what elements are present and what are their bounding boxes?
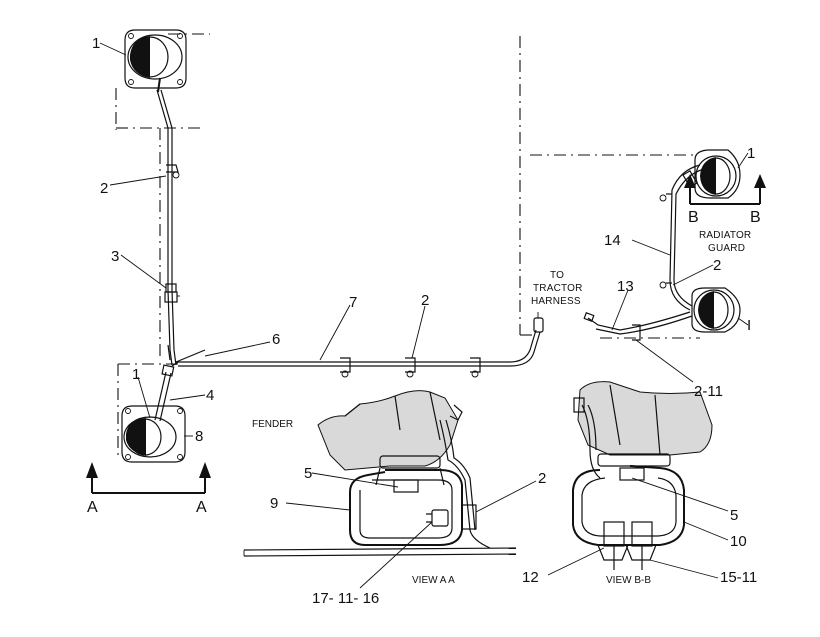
label-fender: FENDER bbox=[252, 419, 293, 430]
callout-5-left: 5 bbox=[304, 465, 312, 482]
label-view-bb: VIEW B-B bbox=[606, 575, 651, 586]
section-a-a bbox=[86, 462, 211, 494]
view-a-a bbox=[243, 390, 517, 557]
callout-4: 4 bbox=[206, 387, 214, 404]
callout-5-right: 5 bbox=[730, 507, 738, 524]
callout-10: 10 bbox=[730, 533, 747, 550]
callout-9: 9 bbox=[270, 495, 278, 512]
callout-17-11-16: 17- 11- 16 bbox=[312, 590, 379, 607]
label-to-tractor-1: TO bbox=[550, 270, 564, 281]
section-b-right: B bbox=[750, 209, 761, 226]
radiator-guard-lamps bbox=[583, 149, 766, 341]
callout-14: 14 bbox=[604, 232, 621, 249]
callout-1-lower: 1 bbox=[132, 366, 140, 383]
callout-1-top: 1 bbox=[92, 35, 100, 52]
section-a-right: A bbox=[196, 499, 207, 516]
callout-8: 8 bbox=[195, 428, 203, 445]
callout-13: 13 bbox=[617, 278, 634, 295]
section-b-left: B bbox=[688, 209, 699, 226]
callouts: 1 2 3 1 4 8 6 7 2 1 14 2 13 I 2-11 5 9 2… bbox=[92, 35, 757, 607]
callout-15-11: 15-11 bbox=[720, 569, 757, 586]
label-to-tractor-3: HARNESS bbox=[531, 296, 581, 307]
label-view-aa: VIEW A A bbox=[412, 575, 455, 586]
lamp-upper-left bbox=[124, 29, 187, 93]
callout-3: 3 bbox=[111, 248, 119, 265]
body-outline bbox=[115, 33, 700, 460]
label-radiator-1: RADIATOR bbox=[699, 230, 751, 241]
callout-2-right: 2 bbox=[713, 257, 721, 274]
label-to-tractor-2: TRACTOR bbox=[533, 283, 583, 294]
callout-1-right-top: 1 bbox=[747, 145, 755, 162]
label-radiator-2: GUARD bbox=[708, 243, 745, 254]
leader-lines bbox=[99, 42, 749, 589]
callout-6: 6 bbox=[272, 331, 280, 348]
callout-12: 12 bbox=[522, 569, 539, 586]
section-a-left: A bbox=[87, 499, 98, 516]
callout-2-11: 2-11 bbox=[694, 383, 723, 400]
callout-2-view-aa: 2 bbox=[538, 470, 546, 487]
section-letters: A A B B bbox=[87, 209, 761, 516]
callout-7: 7 bbox=[349, 294, 357, 311]
main-harness bbox=[175, 312, 544, 378]
left-cable bbox=[156, 89, 180, 366]
text-labels: TO TRACTOR HARNESS RADIATOR GUARD FENDER… bbox=[252, 230, 751, 586]
callout-2-harness: 2 bbox=[421, 292, 429, 309]
callout-1-right-bottom: I bbox=[747, 317, 751, 334]
callout-2-left: 2 bbox=[100, 180, 108, 197]
view-b-b bbox=[572, 381, 713, 570]
